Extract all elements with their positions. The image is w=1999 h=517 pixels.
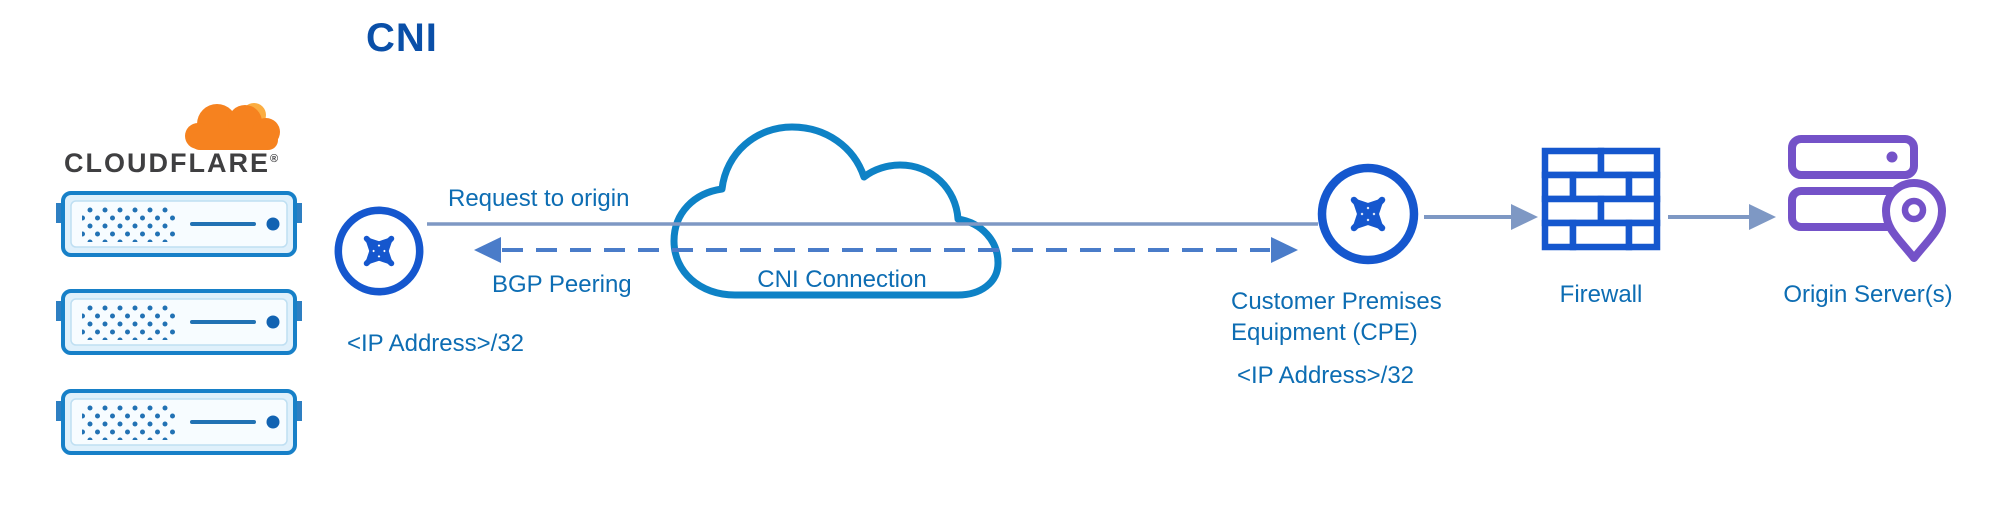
cni-cloud-icon [670,123,1002,299]
edge-router-ip-label: <IP Address>/32 [347,330,525,357]
cloudflare-server-icon-2 [56,289,302,355]
cpe-router-icon [1317,163,1419,265]
server-led [266,415,280,429]
server-vents [82,404,176,440]
cloudflare-cloud-icon [185,103,280,150]
server-vents [82,206,176,242]
firewall-to-origin-arrowhead [1749,204,1776,230]
bgp-arrowhead-left [474,237,501,263]
cloudflare-server-icon-3 [56,389,302,455]
server-vents [82,304,176,340]
bgp-peering-label: BGP Peering [492,271,632,298]
firewall-label: Firewall [1559,281,1643,308]
diagram-title: CNI [366,16,438,60]
cpe-label: Customer Premises Equipment (CPE) [1231,286,1442,348]
origin-server-label: Origin Server(s) [1783,281,1953,308]
server-led [266,217,280,231]
cpe-label-line1: Customer Premises [1231,288,1442,315]
request-to-origin-label: Request to origin [448,185,630,212]
firewall-icon [1541,147,1661,251]
edge-router-icon [334,206,424,296]
cloudflare-wordmark: CLOUDFLARE® [64,148,280,179]
trademark-symbol: ® [269,153,281,165]
cpe-to-firewall-arrowhead [1511,204,1538,230]
cpe-ip-label: <IP Address>/32 [1237,362,1415,389]
cni-connection-label: CNI Connection [757,266,927,293]
origin-server-icon [1788,135,1946,262]
cloudflare-logo-text: CLOUDFLARE [64,148,270,178]
cloudflare-server-icon-1 [56,191,302,257]
bgp-arrowhead-right [1271,237,1298,263]
cpe-label-line2: Equipment (CPE) [1231,319,1418,346]
server-led [266,315,280,329]
